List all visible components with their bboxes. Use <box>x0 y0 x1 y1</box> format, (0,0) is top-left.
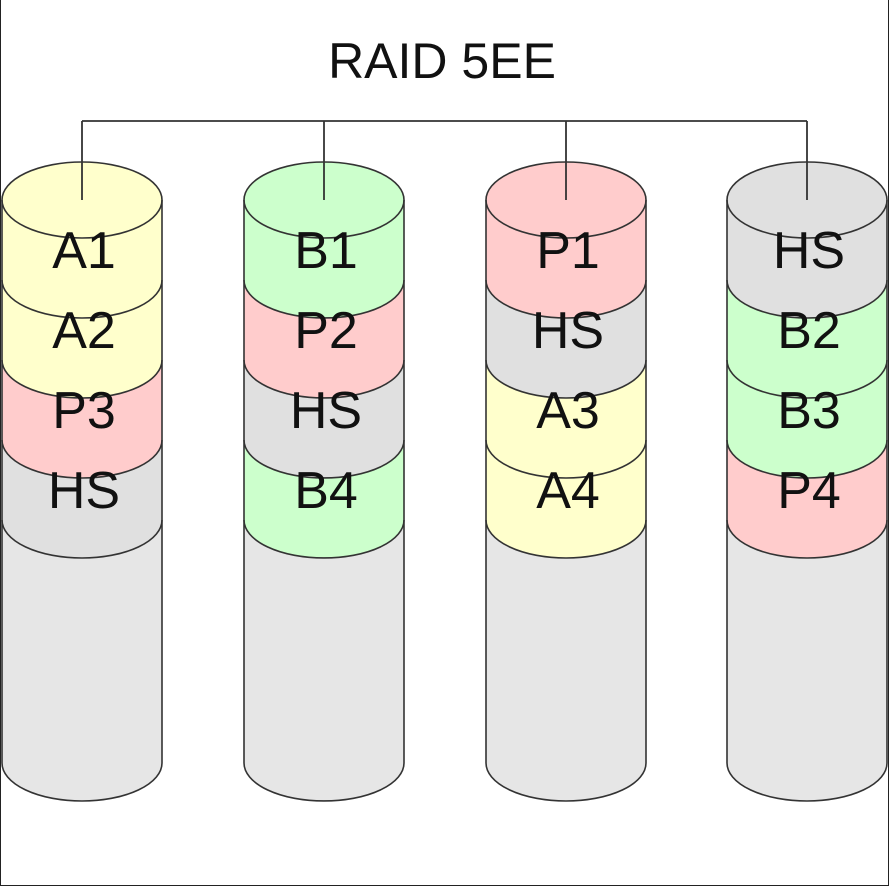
segment-label: A1 <box>52 222 116 280</box>
disk-segment-a4 <box>486 440 646 558</box>
segment-label: A2 <box>52 302 116 360</box>
segment-label: P2 <box>294 302 358 360</box>
segment-divider <box>726 439 888 479</box>
segment-divider <box>1 359 163 399</box>
segment-divider <box>1 279 163 319</box>
disk-segment-p4 <box>727 440 887 558</box>
segment-divider <box>243 519 405 559</box>
disk-segment-b4 <box>244 440 404 558</box>
segment-label: B1 <box>294 222 358 280</box>
disk-outline <box>726 200 888 802</box>
disk-segment-hs <box>2 440 162 558</box>
segment-divider <box>1 519 163 559</box>
segment-divider <box>726 279 888 319</box>
disk-segment-b2 <box>727 280 887 398</box>
segment-divider <box>243 439 405 479</box>
disk-segment-p1 <box>486 200 646 318</box>
disk-outline <box>1 200 163 802</box>
disk-segment-hs <box>486 280 646 398</box>
segment-divider <box>243 279 405 319</box>
segment-label: A3 <box>536 382 600 440</box>
segment-divider <box>726 359 888 399</box>
segment-divider <box>1 439 163 479</box>
segment-label: P3 <box>52 382 116 440</box>
disk-segment-a1 <box>2 200 162 318</box>
connector-lines <box>81 120 808 200</box>
disk-segment-b3 <box>727 360 887 478</box>
segment-label: HS <box>773 222 845 280</box>
disk-segment-hs <box>727 200 887 318</box>
disk-segment-b1 <box>244 200 404 318</box>
diagram-title: RAID 5EE <box>328 33 556 89</box>
disk-segment-a3 <box>486 360 646 478</box>
segment-label: B4 <box>294 462 358 520</box>
segment-divider <box>485 519 647 559</box>
segment-label: HS <box>532 302 604 360</box>
segment-label: HS <box>48 462 120 520</box>
segment-label: B3 <box>777 382 841 440</box>
segment-label: B2 <box>777 302 841 360</box>
disk-segment-p2 <box>244 280 404 398</box>
segment-divider <box>485 279 647 319</box>
segment-divider <box>485 439 647 479</box>
segment-label: A4 <box>536 462 600 520</box>
disk-segment-a2 <box>2 280 162 398</box>
segment-divider <box>243 359 405 399</box>
disk-segment-p3 <box>2 360 162 478</box>
segment-divider <box>726 519 888 559</box>
disk-outline <box>485 200 647 802</box>
disk-outline <box>243 200 405 802</box>
segment-label: P4 <box>777 462 841 520</box>
segment-label: HS <box>290 382 362 440</box>
segment-label: P1 <box>536 222 600 280</box>
segment-divider <box>485 359 647 399</box>
disk-segment-hs <box>244 360 404 478</box>
